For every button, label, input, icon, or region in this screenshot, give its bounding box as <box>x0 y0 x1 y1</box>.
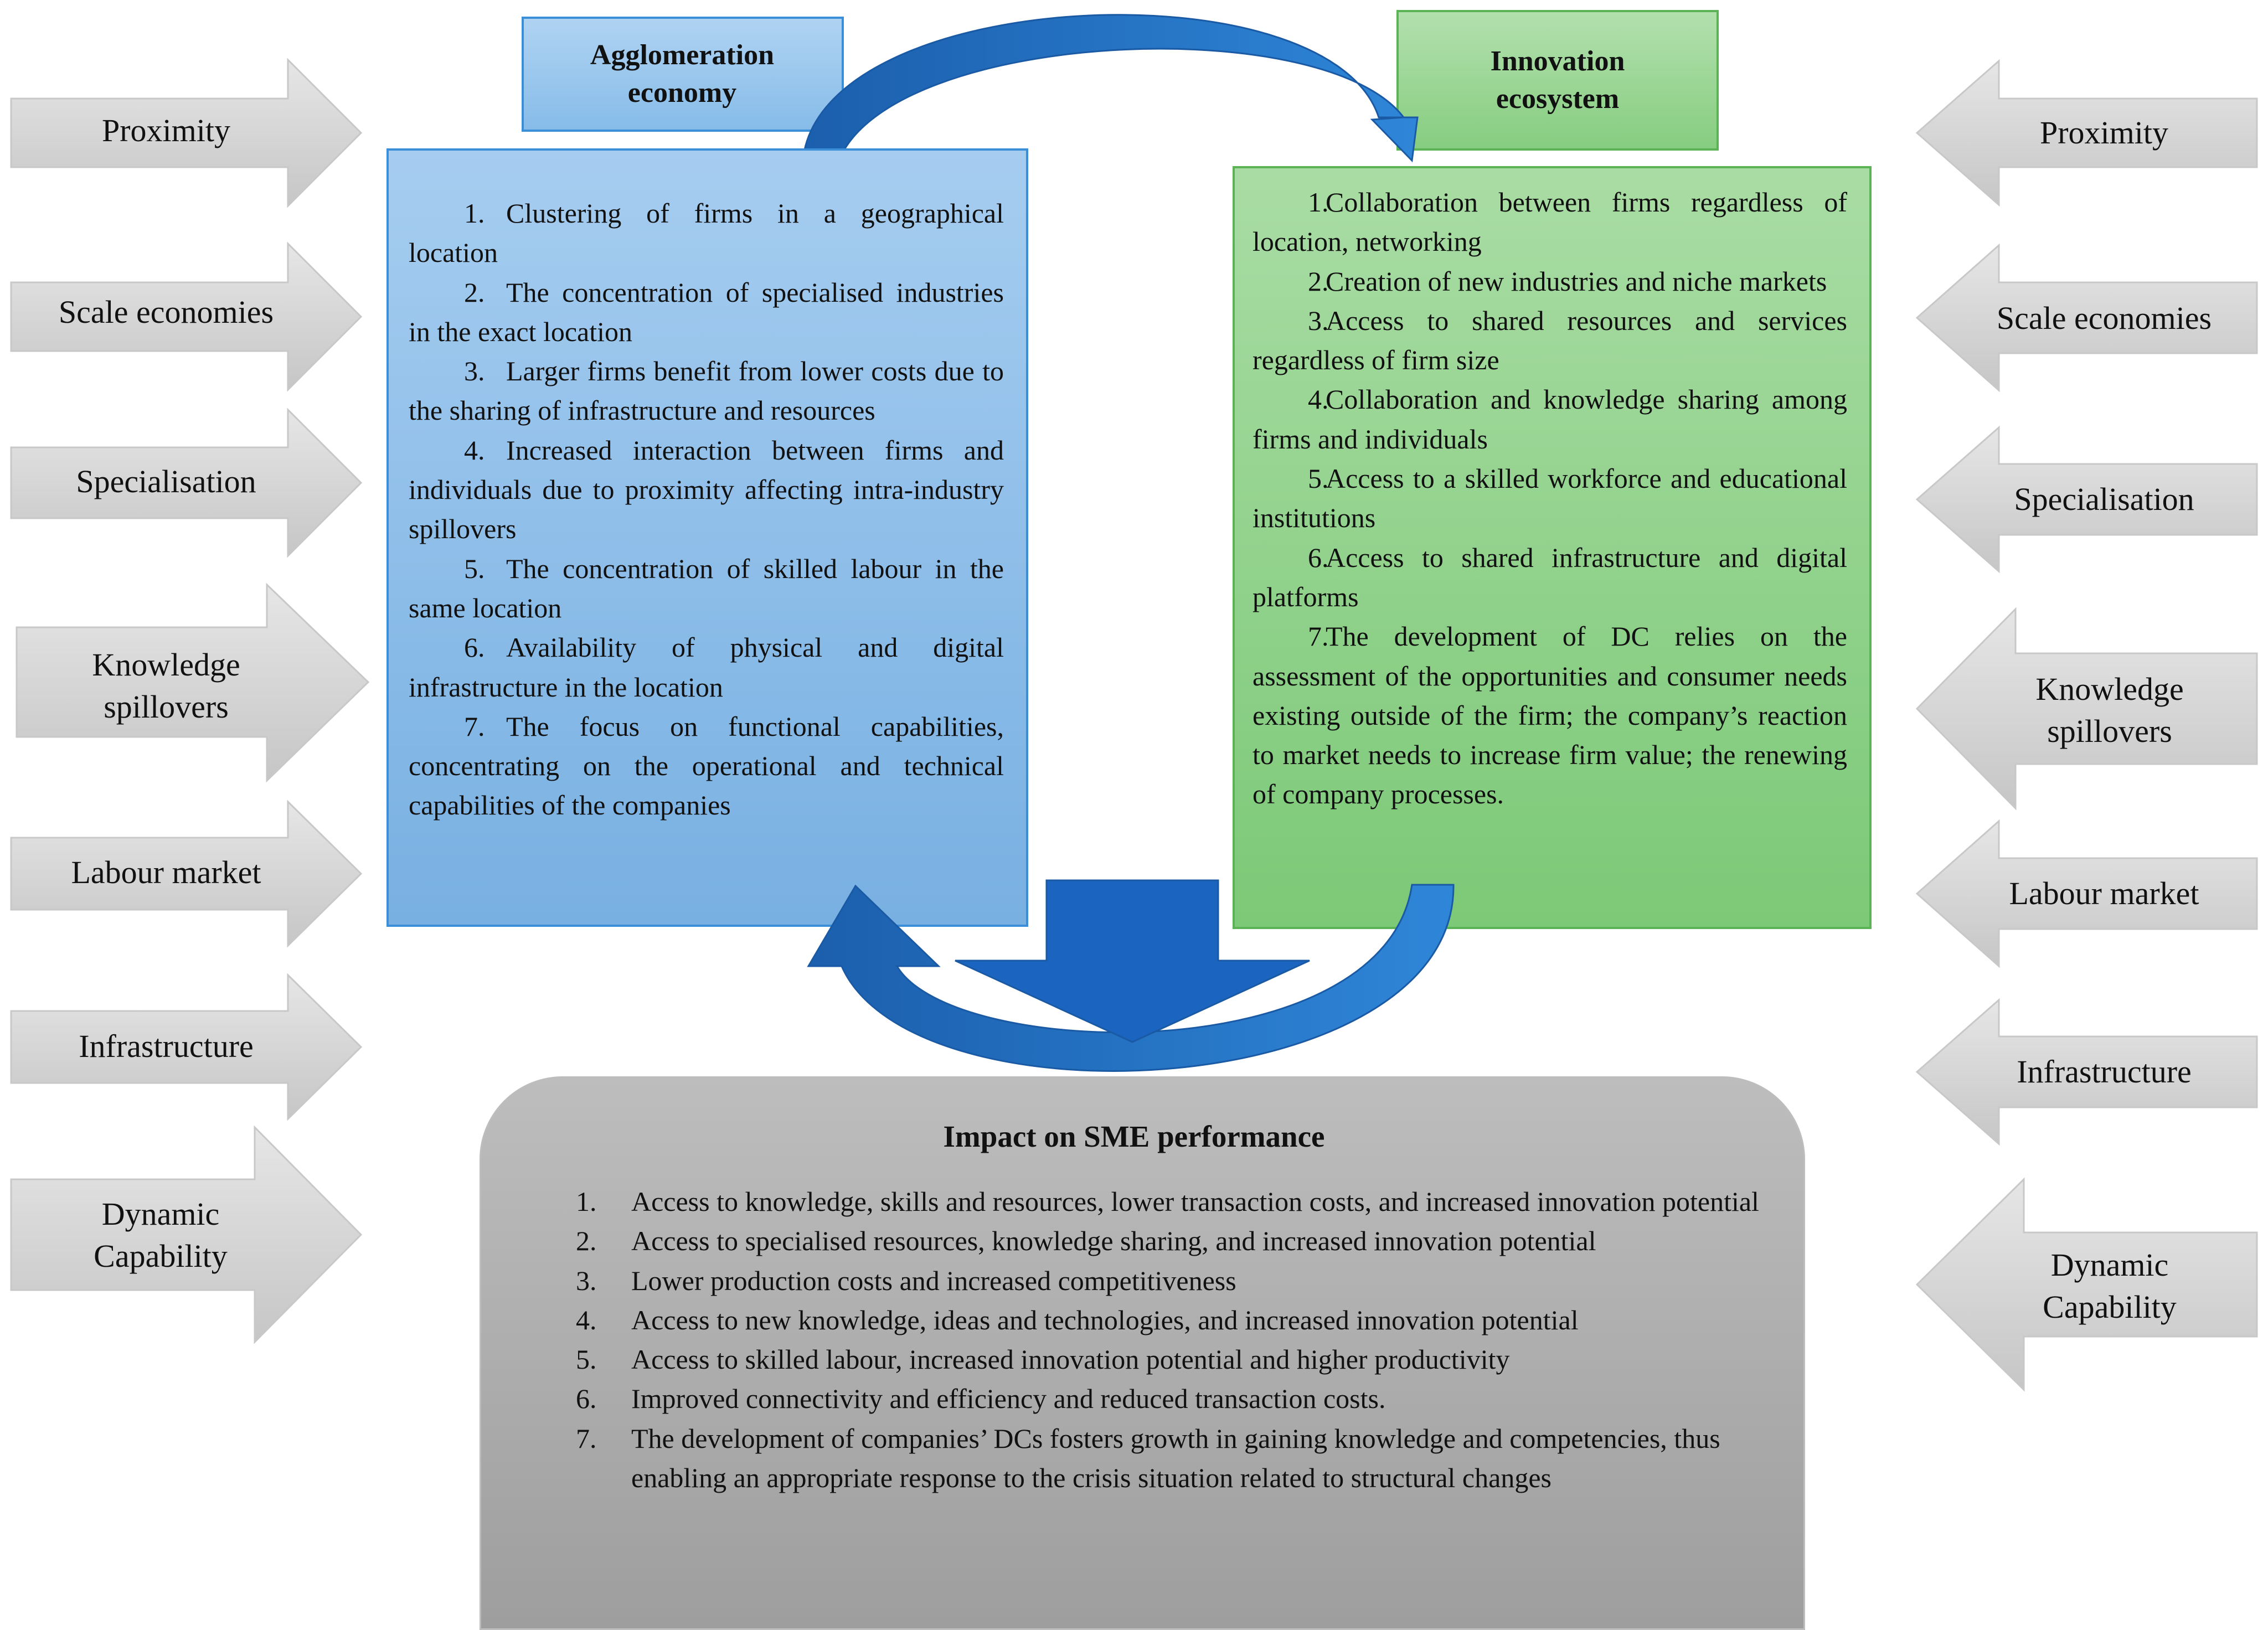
list-item-text: Larger firms benefit from lower costs du… <box>409 355 1004 426</box>
left-arrow-knowledge-spillovers <box>16 582 370 783</box>
right-arrow-dynamic-capability <box>1915 1177 2258 1392</box>
agglomeration-title-box-bg <box>522 17 844 132</box>
agglomeration-content-box-bg <box>386 148 1028 927</box>
agglomeration-content: 1.Clustering of firms in a geographical … <box>409 194 1004 826</box>
list-item: 6.Access to shared infrastructure and di… <box>1252 541 1847 612</box>
left-factor-dynamic-capability: Dynamic Capability <box>94 1196 228 1274</box>
list-item-text: The focus on functional capabilities, co… <box>409 710 1004 821</box>
innovation-content-box-bg <box>1233 166 1872 929</box>
right-factor-arrows <box>1915 59 2258 1392</box>
list-item: 1.Access to knowledge, skills and resour… <box>576 1186 1759 1217</box>
list-item: 2.Creation of new industries and niche m… <box>1308 265 1827 297</box>
right-arrow-specialisation <box>1915 425 2258 574</box>
right-factor-knowledge-spillovers: Knowledge spillovers <box>2035 671 2184 749</box>
list-item: 3.Lower production costs and increased c… <box>576 1265 1236 1296</box>
innovation-content: 1.Collaboration between firms regardless… <box>1252 183 1847 814</box>
left-arrow-scale-economies <box>10 241 363 392</box>
list-item-text: The concentration of specialised industr… <box>409 276 1004 347</box>
left-arrow-infrastructure <box>10 973 363 1121</box>
list-item: 3.Larger firms benefit from lower costs … <box>409 355 1004 426</box>
list-item: 7.The development of companies’ DCs fost… <box>576 1422 1720 1494</box>
list-item-text: Lower production costs and increased com… <box>631 1265 1236 1296</box>
list-item-text: The development of DC relies on the asse… <box>1252 621 1847 810</box>
list-item-text: Access to skilled labour, increased inno… <box>631 1344 1510 1375</box>
right-factor-proximity: Proximity <box>2039 115 2169 151</box>
right-arrow-labour-market <box>1915 819 2258 968</box>
list-item-text: Improved connectivity and efficiency and… <box>631 1383 1386 1415</box>
list-item: 6.Availability of physical and digital i… <box>409 632 1004 703</box>
impact-list: 1.Access to knowledge, skills and resour… <box>576 1182 1772 1498</box>
left-factor-proximity: Proximity <box>101 112 231 148</box>
list-item-text: Access to shared infrastructure and digi… <box>1252 541 1847 612</box>
list-item-text: Access to new knowledge, ideas and techn… <box>631 1304 1579 1335</box>
left-arrow-dynamic-capability <box>10 1125 363 1344</box>
list-item-text: Access to knowledge, skills and resource… <box>631 1186 1759 1217</box>
list-item: 2.Access to specialised resources, knowl… <box>576 1225 1596 1257</box>
left-factor-scale-economies: Scale economies <box>58 294 274 330</box>
list-item-text: Creation of new industries and niche mar… <box>1326 265 1827 297</box>
list-item-text: Increased interaction between firms and … <box>409 434 1004 545</box>
left-factor-specialisation: Specialisation <box>76 463 256 499</box>
list-item-text: Clustering of firms in a geographical lo… <box>409 198 1004 269</box>
list-item: 4.Increased interaction between firms an… <box>409 434 1004 545</box>
right-factor-scale-economies: Scale economies <box>1996 300 2212 336</box>
list-item: 6.Improved connectivity and efficiency a… <box>576 1383 1386 1415</box>
left-factor-labour-market: Labour market <box>71 854 261 890</box>
impact-box <box>480 1076 1805 1630</box>
list-item: 5.The concentration of skilled labour in… <box>409 553 1004 623</box>
list-item-text: Collaboration and knowledge sharing amon… <box>1252 384 1847 455</box>
right-arrow-infrastructure <box>1915 998 2258 1146</box>
list-item: 3.Access to shared resources and service… <box>1252 305 1847 376</box>
list-item-text: Collaboration between firms regardless o… <box>1252 187 1847 257</box>
right-factor-infrastructure: Infrastructure <box>2017 1054 2192 1090</box>
list-item-text: Access to a skilled workforce and educat… <box>1252 463 1847 534</box>
right-arrow-proximity <box>1915 59 2258 207</box>
left-factor-arrows <box>10 58 370 1344</box>
innovation-list: 1.Collaboration between firms regardless… <box>1252 183 1847 814</box>
left-arrow-proximity <box>10 58 363 208</box>
list-item: 5.Access to a skilled workforce and educ… <box>1252 463 1847 534</box>
diagram-graphics <box>10 10 2258 1392</box>
list-item-text: The concentration of skilled labour in t… <box>409 553 1004 623</box>
list-item-text: Access to shared resources and services … <box>1252 305 1847 376</box>
list-item: 5.Access to skilled labour, increased in… <box>576 1344 1510 1375</box>
left-arrow-labour-market <box>10 799 363 948</box>
right-factor-dynamic-capability: Dynamic Capability <box>2043 1247 2177 1325</box>
list-item: 7.The development of DC relies on the as… <box>1252 621 1847 810</box>
agglomeration-title: Agglomeration economy <box>590 39 775 109</box>
left-arrow-specialisation <box>10 407 363 558</box>
list-item: 7.The focus on functional capabilities, … <box>409 710 1004 821</box>
right-factor-labour-market: Labour market <box>2009 875 2199 911</box>
list-item: 4.Collaboration and knowledge sharing am… <box>1252 384 1847 455</box>
list-item: 4.Access to new knowledge, ideas and tec… <box>576 1304 1579 1335</box>
right-factor-specialisation: Specialisation <box>2014 481 2194 517</box>
impact-title: Impact on SME performance <box>943 1120 1325 1153</box>
list-item-text: Access to specialised resources, knowled… <box>631 1225 1596 1257</box>
list-item: 1.Clustering of firms in a geographical … <box>409 198 1004 269</box>
right-arrow-knowledge-spillovers <box>1915 607 2258 811</box>
list-item-text: The development of companies’ DCs foster… <box>631 1422 1720 1494</box>
right-arrow-scale-economies <box>1915 243 2258 393</box>
down-block-arrow <box>955 879 1310 1043</box>
top-cycle-arrow <box>802 14 1419 163</box>
list-item: 2.The concentration of specialised indus… <box>409 276 1004 347</box>
innovation-title: Innovation ecosystem <box>1490 45 1625 115</box>
list-item: 1.Collaboration between firms regardless… <box>1252 187 1847 257</box>
agglomeration-list: 1.Clustering of firms in a geographical … <box>409 194 1004 826</box>
left-factor-infrastructure: Infrastructure <box>79 1028 254 1064</box>
bottom-cycle-arrow <box>807 884 1455 1072</box>
list-item-text: Availability of physical and digital inf… <box>409 632 1004 703</box>
innovation-title-box-bg <box>1396 10 1719 151</box>
left-factor-knowledge-spillovers: Knowledge spillovers <box>92 647 240 725</box>
